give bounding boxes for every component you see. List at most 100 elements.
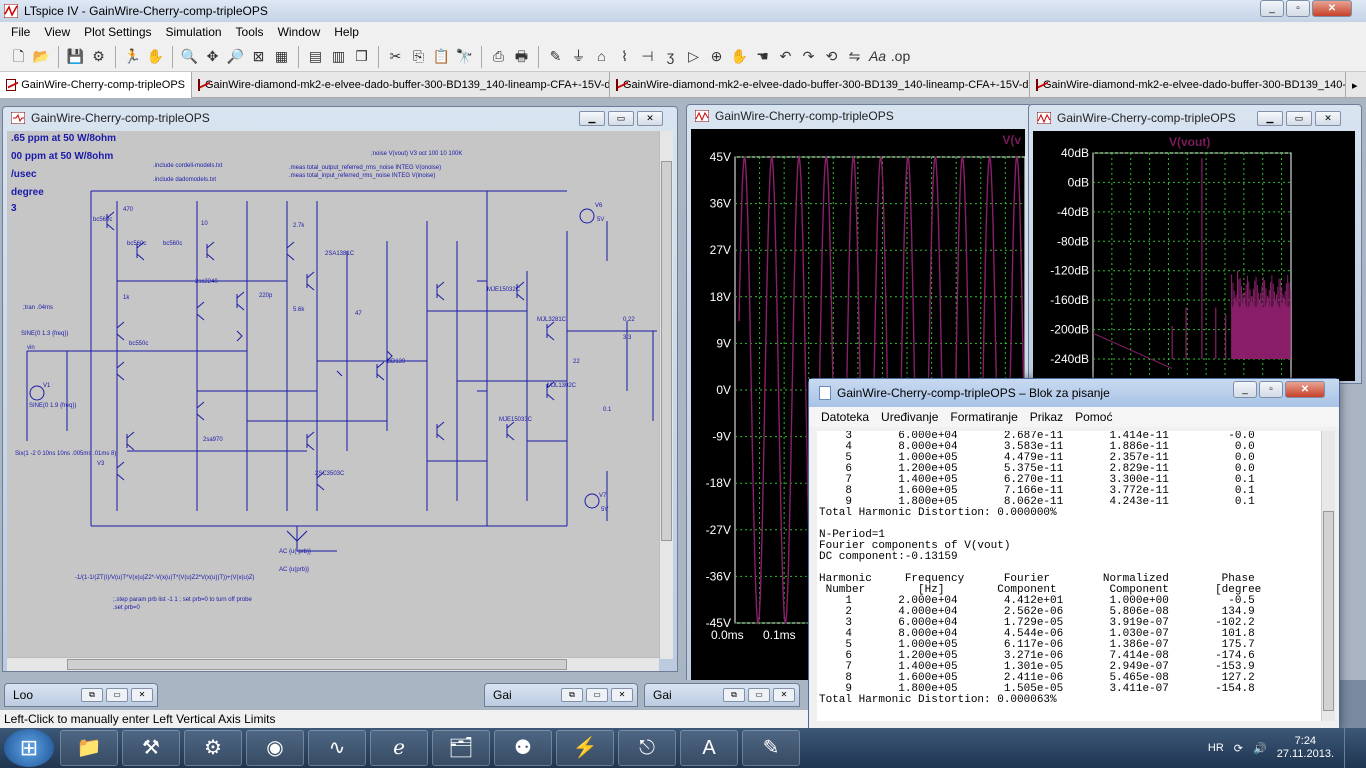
menu-file[interactable]: File — [11, 25, 31, 39]
run-icon[interactable]: 🏃 — [123, 48, 142, 64]
minimize-button[interactable]: _ — [1260, 0, 1284, 17]
undo-icon[interactable]: ↶ — [779, 48, 792, 64]
zoom-out-icon[interactable]: 🔎 — [226, 48, 245, 64]
inductor-icon[interactable]: ʒ — [666, 48, 675, 64]
pdf-taskbar-icon[interactable]: ⎋ — [618, 730, 676, 766]
notepad-menu-file[interactable]: Datoteka — [821, 410, 870, 424]
cascade-icon[interactable]: ❐ — [355, 48, 368, 64]
notepad-text-area[interactable]: 3 6.000e+04 2.687e-11 1.414e-11 -0.0 4 8… — [817, 431, 1325, 721]
folder-taskbar-icon[interactable]: 🗂 — [432, 730, 490, 766]
app-taskbar-icon[interactable]: ⚒ — [122, 730, 180, 766]
restore-button[interactable]: ⧉ — [723, 688, 745, 702]
resistor-icon[interactable]: ⌇ — [621, 48, 628, 64]
save-icon[interactable]: 💾 — [66, 48, 85, 64]
network-taskbar-icon[interactable]: ⚉ — [494, 730, 552, 766]
wire-icon[interactable]: ✎ — [549, 48, 562, 64]
schematic-hscrollbar[interactable] — [7, 657, 659, 671]
wordpad-taskbar-icon[interactable]: A — [680, 730, 738, 766]
ltspice-taskbar-icon[interactable]: ⚡ — [556, 730, 614, 766]
network-tray-icon[interactable]: ⟳ — [1233, 742, 1243, 755]
close-button[interactable]: ✕ — [1312, 0, 1352, 17]
spice-directive-icon[interactable]: .op — [890, 48, 911, 64]
notepad-close-button[interactable]: ✕ — [1285, 381, 1325, 398]
plot2-restore-button[interactable]: ▭ — [1286, 111, 1312, 126]
move-icon[interactable]: ✋ — [730, 48, 749, 64]
diode-icon[interactable]: ▷ — [688, 48, 699, 64]
menu-help[interactable]: Help — [334, 25, 359, 39]
maximize-button[interactable]: ▭ — [106, 688, 128, 702]
notepad-maximize-button[interactable]: ▫ — [1259, 381, 1283, 398]
mirror-icon[interactable]: ⇋ — [848, 48, 861, 64]
paste-icon[interactable]: 📋 — [432, 48, 451, 64]
capacitor-icon[interactable]: ⊣ — [641, 48, 654, 64]
text-icon[interactable]: Aa — [868, 48, 887, 64]
ie-taskbar-icon[interactable]: ℯ — [370, 730, 428, 766]
tab-cherry[interactable]: GainWire-Cherry-comp-tripleOPS — [0, 72, 192, 98]
schematic-close-button[interactable]: ✕ — [637, 111, 663, 126]
clock[interactable]: 7:24 27.11.2013. — [1277, 735, 1334, 761]
ground-icon[interactable]: ⏚ — [571, 48, 586, 64]
notepad-menu-edit[interactable]: Uređivanje — [881, 410, 939, 424]
redo-icon[interactable]: ↷ — [802, 48, 815, 64]
schematic-restore-button[interactable]: ▭ — [608, 111, 634, 126]
rotate-icon[interactable]: ⟲ — [825, 48, 838, 64]
minimized-window-1[interactable]: Loo ⧉▭✕ — [4, 683, 158, 707]
notepad-menu-help[interactable]: Pomoć — [1075, 410, 1113, 424]
new-schematic-icon[interactable]: 🗋 — [12, 48, 25, 64]
tab-diamond-2[interactable]: GainWire-diamond-mk2-e-elvee-dado-buffer… — [610, 72, 1030, 98]
close-button[interactable]: ✕ — [611, 688, 633, 702]
plot2-close-button[interactable]: ✕ — [1315, 111, 1341, 126]
notepad-menu-view[interactable]: Prikaz — [1029, 410, 1064, 424]
close-button[interactable]: ✕ — [773, 688, 795, 702]
halt-icon[interactable]: ✋ — [146, 48, 165, 64]
copy-icon[interactable]: ⎘ — [412, 48, 425, 64]
plot2-trace-label[interactable]: V(vout) — [1169, 135, 1211, 149]
tab-scroll-right[interactable]: ▸ — [1352, 79, 1358, 92]
notepad-menu-format[interactable]: Formatiranje — [950, 410, 1018, 424]
restore-button[interactable]: ▫ — [1286, 0, 1310, 17]
notepad-taskbar-icon[interactable]: ✎ — [742, 730, 800, 766]
maximize-button[interactable]: ▭ — [586, 688, 608, 702]
plot2-minimize-button[interactable]: ▁ — [1257, 111, 1283, 126]
menu-simulation[interactable]: Simulation — [165, 25, 222, 39]
show-desktop-button[interactable] — [1344, 728, 1356, 768]
antivirus-taskbar-icon[interactable]: ◉ — [246, 730, 304, 766]
notepad-minimize-button[interactable]: _ — [1233, 381, 1257, 398]
notepad-vscrollbar[interactable] — [1321, 431, 1335, 721]
schematic-vscrollbar[interactable] — [659, 131, 673, 659]
plot1-trace-label[interactable]: V(v — [1002, 133, 1021, 147]
control-panel-icon[interactable]: ⚙ — [92, 48, 105, 64]
find-icon[interactable]: 🔭 — [455, 48, 474, 64]
label-icon[interactable]: ⌂ — [597, 48, 606, 64]
menu-tools[interactable]: Tools — [235, 25, 264, 39]
restore-button[interactable]: ⧉ — [81, 688, 103, 702]
maximize-button[interactable]: ▭ — [748, 688, 770, 702]
autoscale-icon[interactable]: ▦ — [274, 48, 289, 64]
pan-icon[interactable]: ✥ — [206, 48, 219, 64]
menu-view[interactable]: View — [44, 25, 71, 39]
restore-button[interactable]: ⧉ — [561, 688, 583, 702]
component-icon[interactable]: ⊕ — [710, 48, 723, 64]
tile-vertical-icon[interactable]: ▥ — [331, 48, 346, 64]
cut-icon[interactable]: ✂ — [389, 48, 402, 64]
explorer-taskbar-icon[interactable]: 📁 — [60, 730, 118, 766]
print-icon[interactable]: 🖶 — [514, 48, 529, 64]
drag-icon[interactable]: ☚ — [756, 48, 769, 64]
zoom-fit-icon[interactable]: ⊠ — [252, 48, 265, 64]
minimized-window-2[interactable]: Gai ⧉▭✕ — [484, 683, 638, 707]
print-setup-icon[interactable]: ⎙ — [492, 48, 505, 64]
volume-tray-icon[interactable]: 🔊 — [1253, 742, 1267, 755]
tile-horizontal-icon[interactable]: ▤ — [308, 48, 323, 64]
tab-diamond-3[interactable]: GainWire-diamond-mk2-e-elvee-dado-buffer… — [1030, 72, 1346, 98]
open-icon[interactable]: 📂 — [32, 48, 51, 64]
start-button[interactable]: ⊞ — [4, 729, 54, 767]
menu-plot-settings[interactable]: Plot Settings — [84, 25, 152, 39]
schematic-minimize-button[interactable]: ▁ — [579, 111, 605, 126]
scope-taskbar-icon[interactable]: ∿ — [308, 730, 366, 766]
close-button[interactable]: ✕ — [131, 688, 153, 702]
language-indicator[interactable]: HR — [1207, 742, 1224, 754]
minimized-window-3[interactable]: Gai ⧉▭✕ — [644, 683, 800, 707]
menu-window[interactable]: Window — [277, 25, 321, 39]
tool-taskbar-icon[interactable]: ⚙ — [184, 730, 242, 766]
